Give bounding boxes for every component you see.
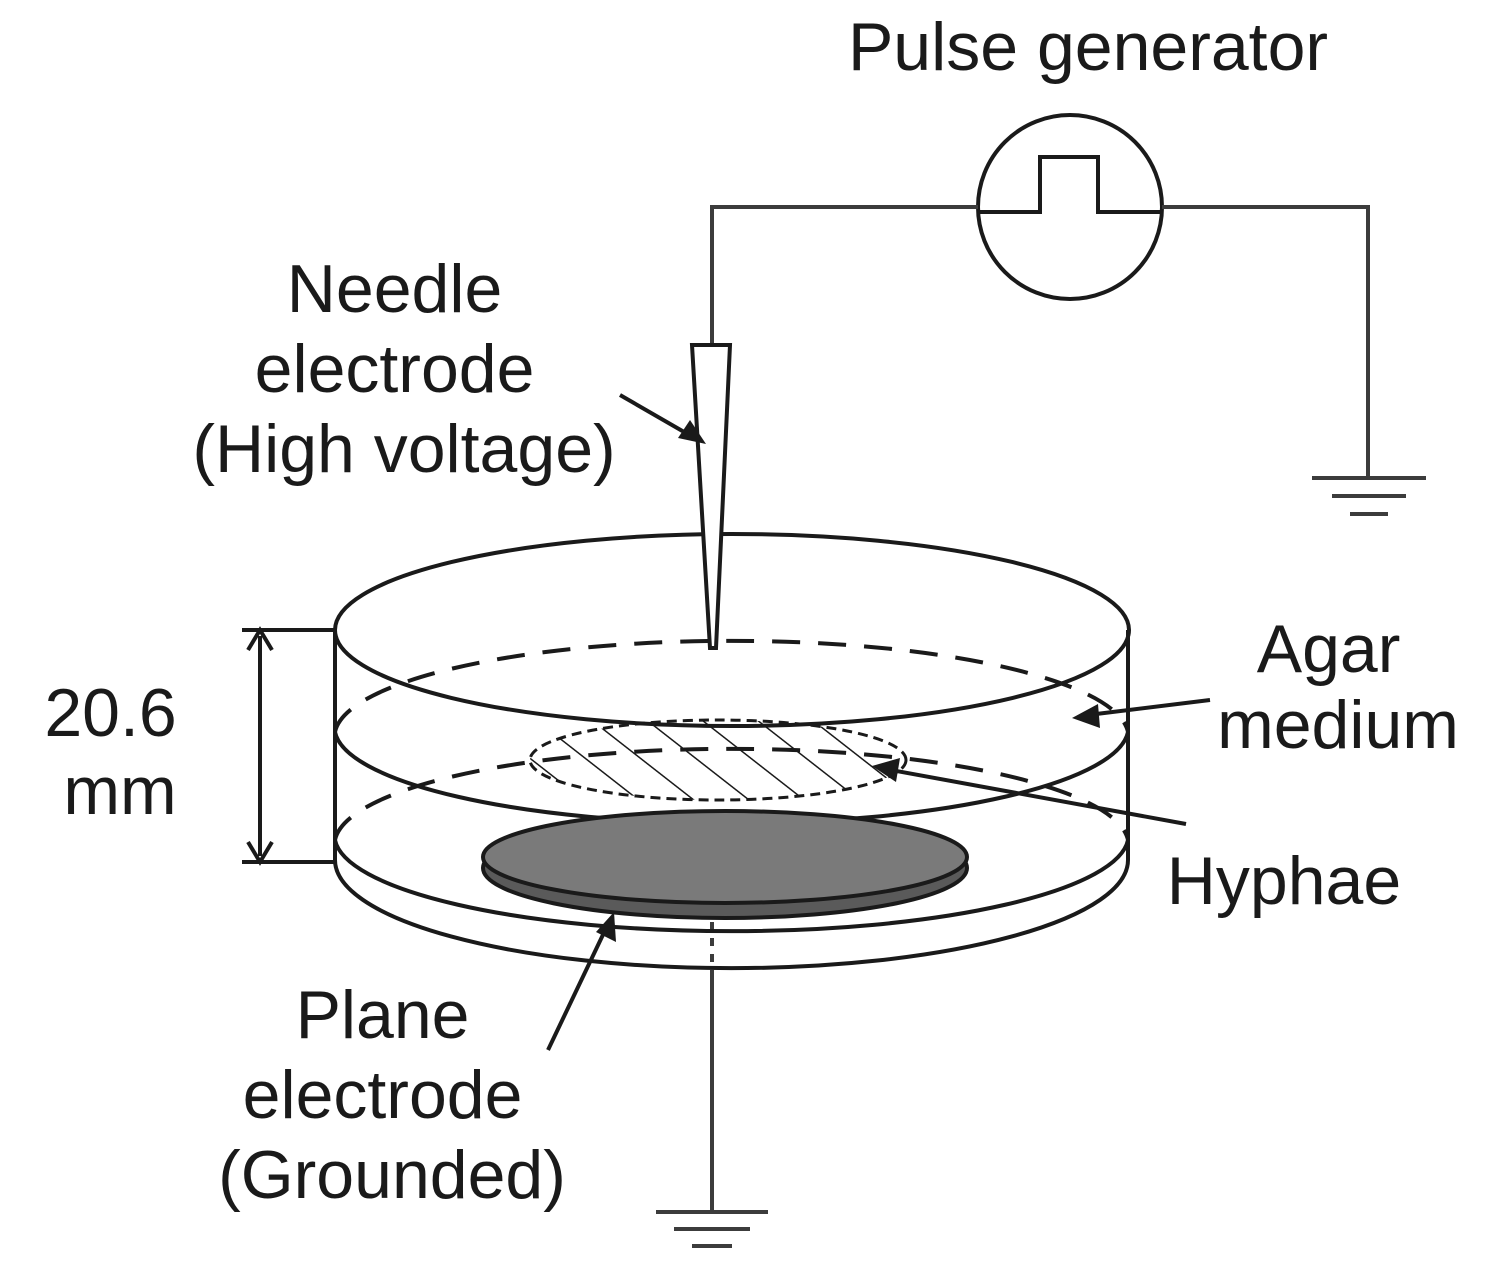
needle-electrode-shape <box>689 343 733 650</box>
pulse-generator-circle <box>976 113 1164 301</box>
agar-surface-back <box>333 638 1130 733</box>
dish-bottom-outline <box>333 630 1130 971</box>
agar-medium-label: Agar medium <box>1217 611 1459 763</box>
thickness-dimension <box>242 626 335 866</box>
thickness-label: 20.6 mm <box>44 675 195 829</box>
hyphae-region <box>528 718 908 802</box>
hyphae-leader <box>879 766 1187 826</box>
wire-generator-to-ground <box>1162 205 1370 476</box>
leader-arrows <box>546 393 1211 1051</box>
plane-electrode-top <box>481 809 969 905</box>
needle-electrode-label: Needle electrode (High voltage) <box>192 251 615 487</box>
hyphae-label: Hyphae <box>1167 843 1401 919</box>
circuit-wires <box>710 205 1370 1212</box>
agar-leader <box>1079 698 1211 718</box>
agar-lower-front <box>333 839 1130 934</box>
plane-electrode-label: Plane electrode (Grounded) <box>218 977 566 1213</box>
needle-electrode <box>689 343 733 650</box>
pulse-generator <box>976 113 1164 301</box>
pulse-waveform-icon <box>978 155 1160 214</box>
plane-electrode <box>481 809 969 920</box>
dish-top-rim <box>333 532 1131 728</box>
wire-needle-to-generator <box>710 205 978 345</box>
pulse-generator-label: Pulse generator <box>848 9 1328 85</box>
ground-symbol-bottom-icon <box>656 1210 768 1248</box>
plane-leader <box>546 919 612 1051</box>
ground-symbol-right-icon <box>1312 476 1426 516</box>
